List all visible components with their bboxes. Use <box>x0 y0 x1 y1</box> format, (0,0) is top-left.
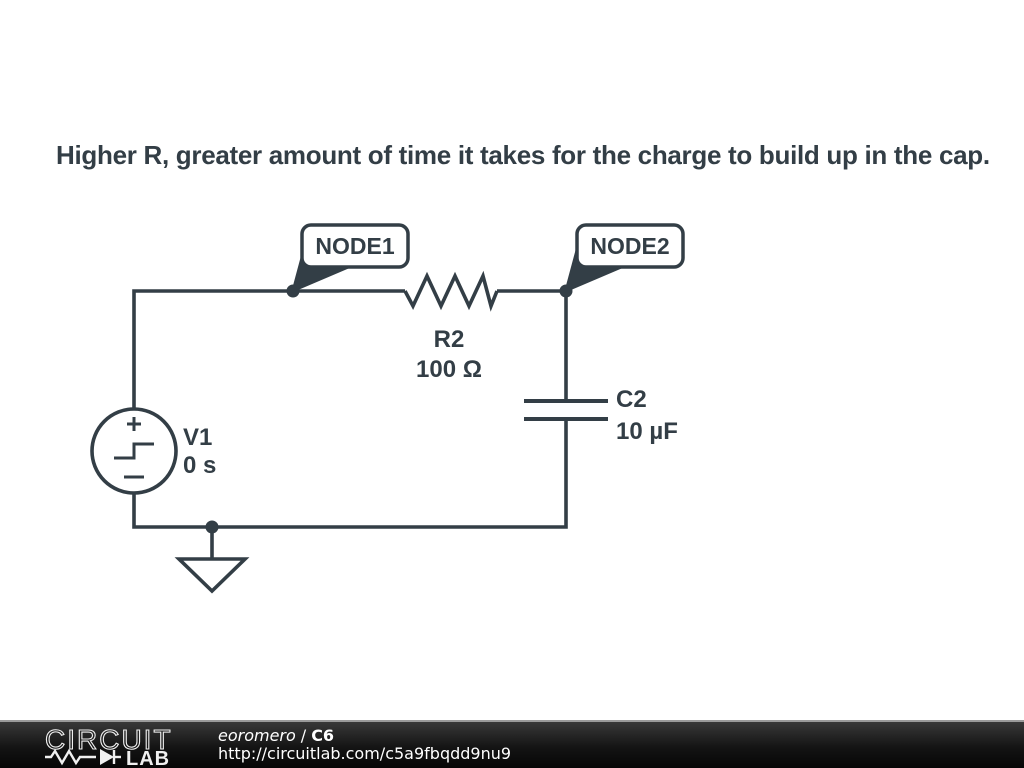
circuit-schematic: R2 100 Ω C2 10 µF V1 0 s NODE1 <box>90 223 685 594</box>
callout-box <box>575 223 685 269</box>
logo-word-circuit: CIRCUIT <box>45 724 173 755</box>
plus-icon <box>127 417 141 431</box>
resistor-name-label: R2 <box>434 326 465 353</box>
node-dots <box>205 284 573 534</box>
circuitlab-logo: CIRCUIT LAB <box>44 724 173 768</box>
diode-triangle-icon <box>100 749 114 765</box>
source-value-label: 0 s <box>183 452 216 479</box>
ground-symbol <box>174 557 250 594</box>
capacitor-symbol <box>524 399 608 421</box>
footer-credit: eoromero/C6 http://circuitlab.com/c5a9fb… <box>218 727 511 762</box>
footer-bar: CIRCUIT LAB eoromero/C6 http://circuitla… <box>0 720 1024 768</box>
author-name: eoromero <box>218 726 296 745</box>
source-polarity-and-step-symbol <box>114 417 154 479</box>
resistor-R2: R2 100 Ω <box>403 270 499 383</box>
capacitor-value-label: 10 µF <box>616 418 678 445</box>
callout-node1: NODE1 <box>291 223 410 293</box>
circuit-url-link[interactable]: http://circuitlab.com/c5a9fbqdd9nu9 <box>218 744 512 763</box>
capacitor-C2: C2 10 µF <box>524 386 678 445</box>
logo-word-lab: LAB <box>126 748 170 768</box>
capacitor-name-label: C2 <box>616 386 647 413</box>
wire-bottom-loop <box>132 419 568 529</box>
node1-label: NODE1 <box>315 233 394 259</box>
resistor-value-label: 100 Ω <box>416 356 482 383</box>
resistor-symbol <box>403 270 499 312</box>
credit-separator: / <box>300 726 307 745</box>
callout-box <box>300 223 410 269</box>
page-title: Higher R, greater amount of time it take… <box>56 140 990 170</box>
voltage-source-V1: V1 0 s <box>90 407 216 495</box>
callout-node2: NODE2 <box>564 223 685 293</box>
node-dot-ground <box>205 520 219 534</box>
source-name-label: V1 <box>183 424 212 451</box>
wire-top-right <box>497 289 568 401</box>
node2-label: NODE2 <box>590 233 669 259</box>
wire-top-left <box>132 289 405 409</box>
step-waveform-icon <box>114 442 154 460</box>
project-name: C6 <box>311 726 335 745</box>
